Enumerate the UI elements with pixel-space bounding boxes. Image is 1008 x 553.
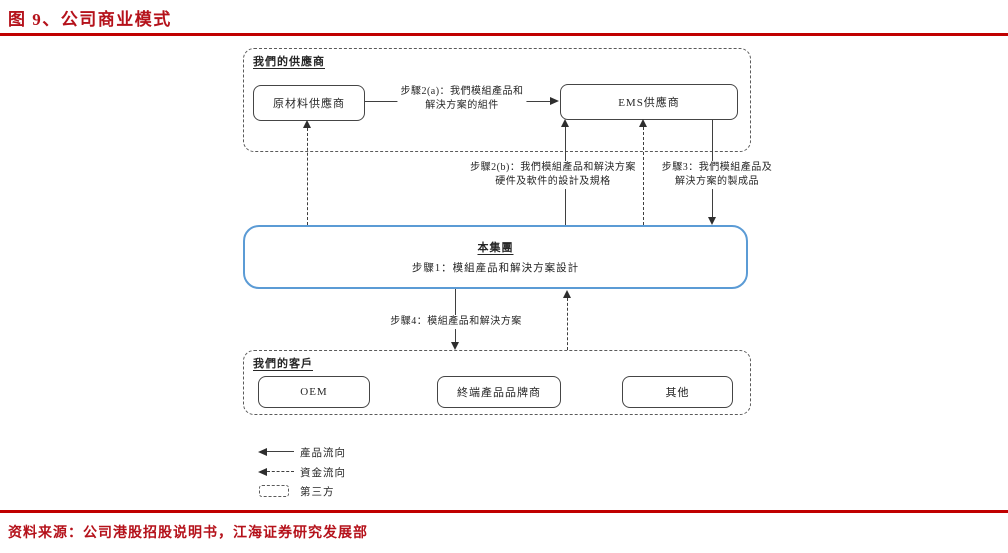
raw-material-supplier-box: 原材料供應商 — [253, 85, 365, 121]
legend-solid-arrow-icon — [258, 448, 267, 456]
ems-supplier-label: EMS供應商 — [618, 97, 680, 109]
legend-product-flow-label: 產品流向 — [300, 448, 346, 459]
flow-step4-label: 步驟4：模組產品和解決方案 — [387, 315, 525, 329]
arrowhead-up-icon — [563, 290, 571, 298]
fund-flow-from-customers-line — [567, 298, 568, 350]
flow-step3-label: 步驟3：我們模組產品及 解決方案的製成品 — [658, 161, 776, 189]
flow-step2a-label: 步驟2(a)：我們模組產品和 解決方案的組件 — [397, 85, 527, 113]
oem-box: OEM — [258, 376, 370, 408]
group-label: 本集團 — [477, 242, 514, 254]
arrowhead-up-icon — [639, 119, 647, 127]
arrowhead-right-icon — [550, 97, 559, 105]
legend-fund-flow-label: 資金流向 — [300, 468, 346, 479]
customers-label: 我們的客戶 — [253, 358, 313, 370]
legend-dashed-arrow-icon — [258, 468, 267, 476]
title-divider-rule — [0, 33, 1008, 36]
suppliers-label: 我們的供應商 — [253, 56, 325, 68]
legend-dashed-arrow-line — [267, 471, 294, 472]
arrowhead-down-icon — [708, 217, 716, 225]
legend-third-party-label: 第三方 — [300, 487, 335, 498]
other-customer-box: 其他 — [622, 376, 733, 408]
group-box: 本集團 步驟1：模組產品和解決方案設計 — [243, 225, 748, 289]
other-customer-label: 其他 — [665, 387, 690, 399]
customers-container — [243, 350, 751, 415]
footer-divider-rule — [0, 510, 1008, 513]
flow-step2b-label: 步驟2(b)：我們模組產品和解決方案 硬件及軟件的設計及規格 — [467, 161, 639, 189]
fund-flow-to-raw-supplier-line — [307, 128, 308, 225]
figure-title: 图 9、公司商业模式 — [8, 10, 172, 29]
suppliers-container — [243, 48, 751, 152]
legend-dashed-box-icon — [259, 485, 289, 497]
raw-material-supplier-label: 原材料供應商 — [273, 98, 345, 110]
ems-supplier-box: EMS供應商 — [560, 84, 738, 120]
arrowhead-down-icon — [451, 342, 459, 350]
arrowhead-up-icon — [561, 119, 569, 127]
brand-customer-box: 終端產品品牌商 — [437, 376, 561, 408]
source-note: 资料来源：公司港股招股说明书，江海证券研究发展部 — [8, 526, 368, 541]
business-model-diagram: 我們的供應商 原材料供應商 EMS供應商 步驟2(a)：我們模組產品和 解決方案… — [233, 41, 776, 505]
arrowhead-up-icon — [303, 120, 311, 128]
group-step1-label: 步驟1：模組產品和解決方案設計 — [411, 263, 580, 274]
fund-flow-to-ems-line — [643, 127, 644, 225]
brand-customer-label: 終端產品品牌商 — [457, 387, 541, 399]
oem-label: OEM — [300, 386, 328, 398]
legend-solid-arrow-line — [267, 451, 294, 452]
